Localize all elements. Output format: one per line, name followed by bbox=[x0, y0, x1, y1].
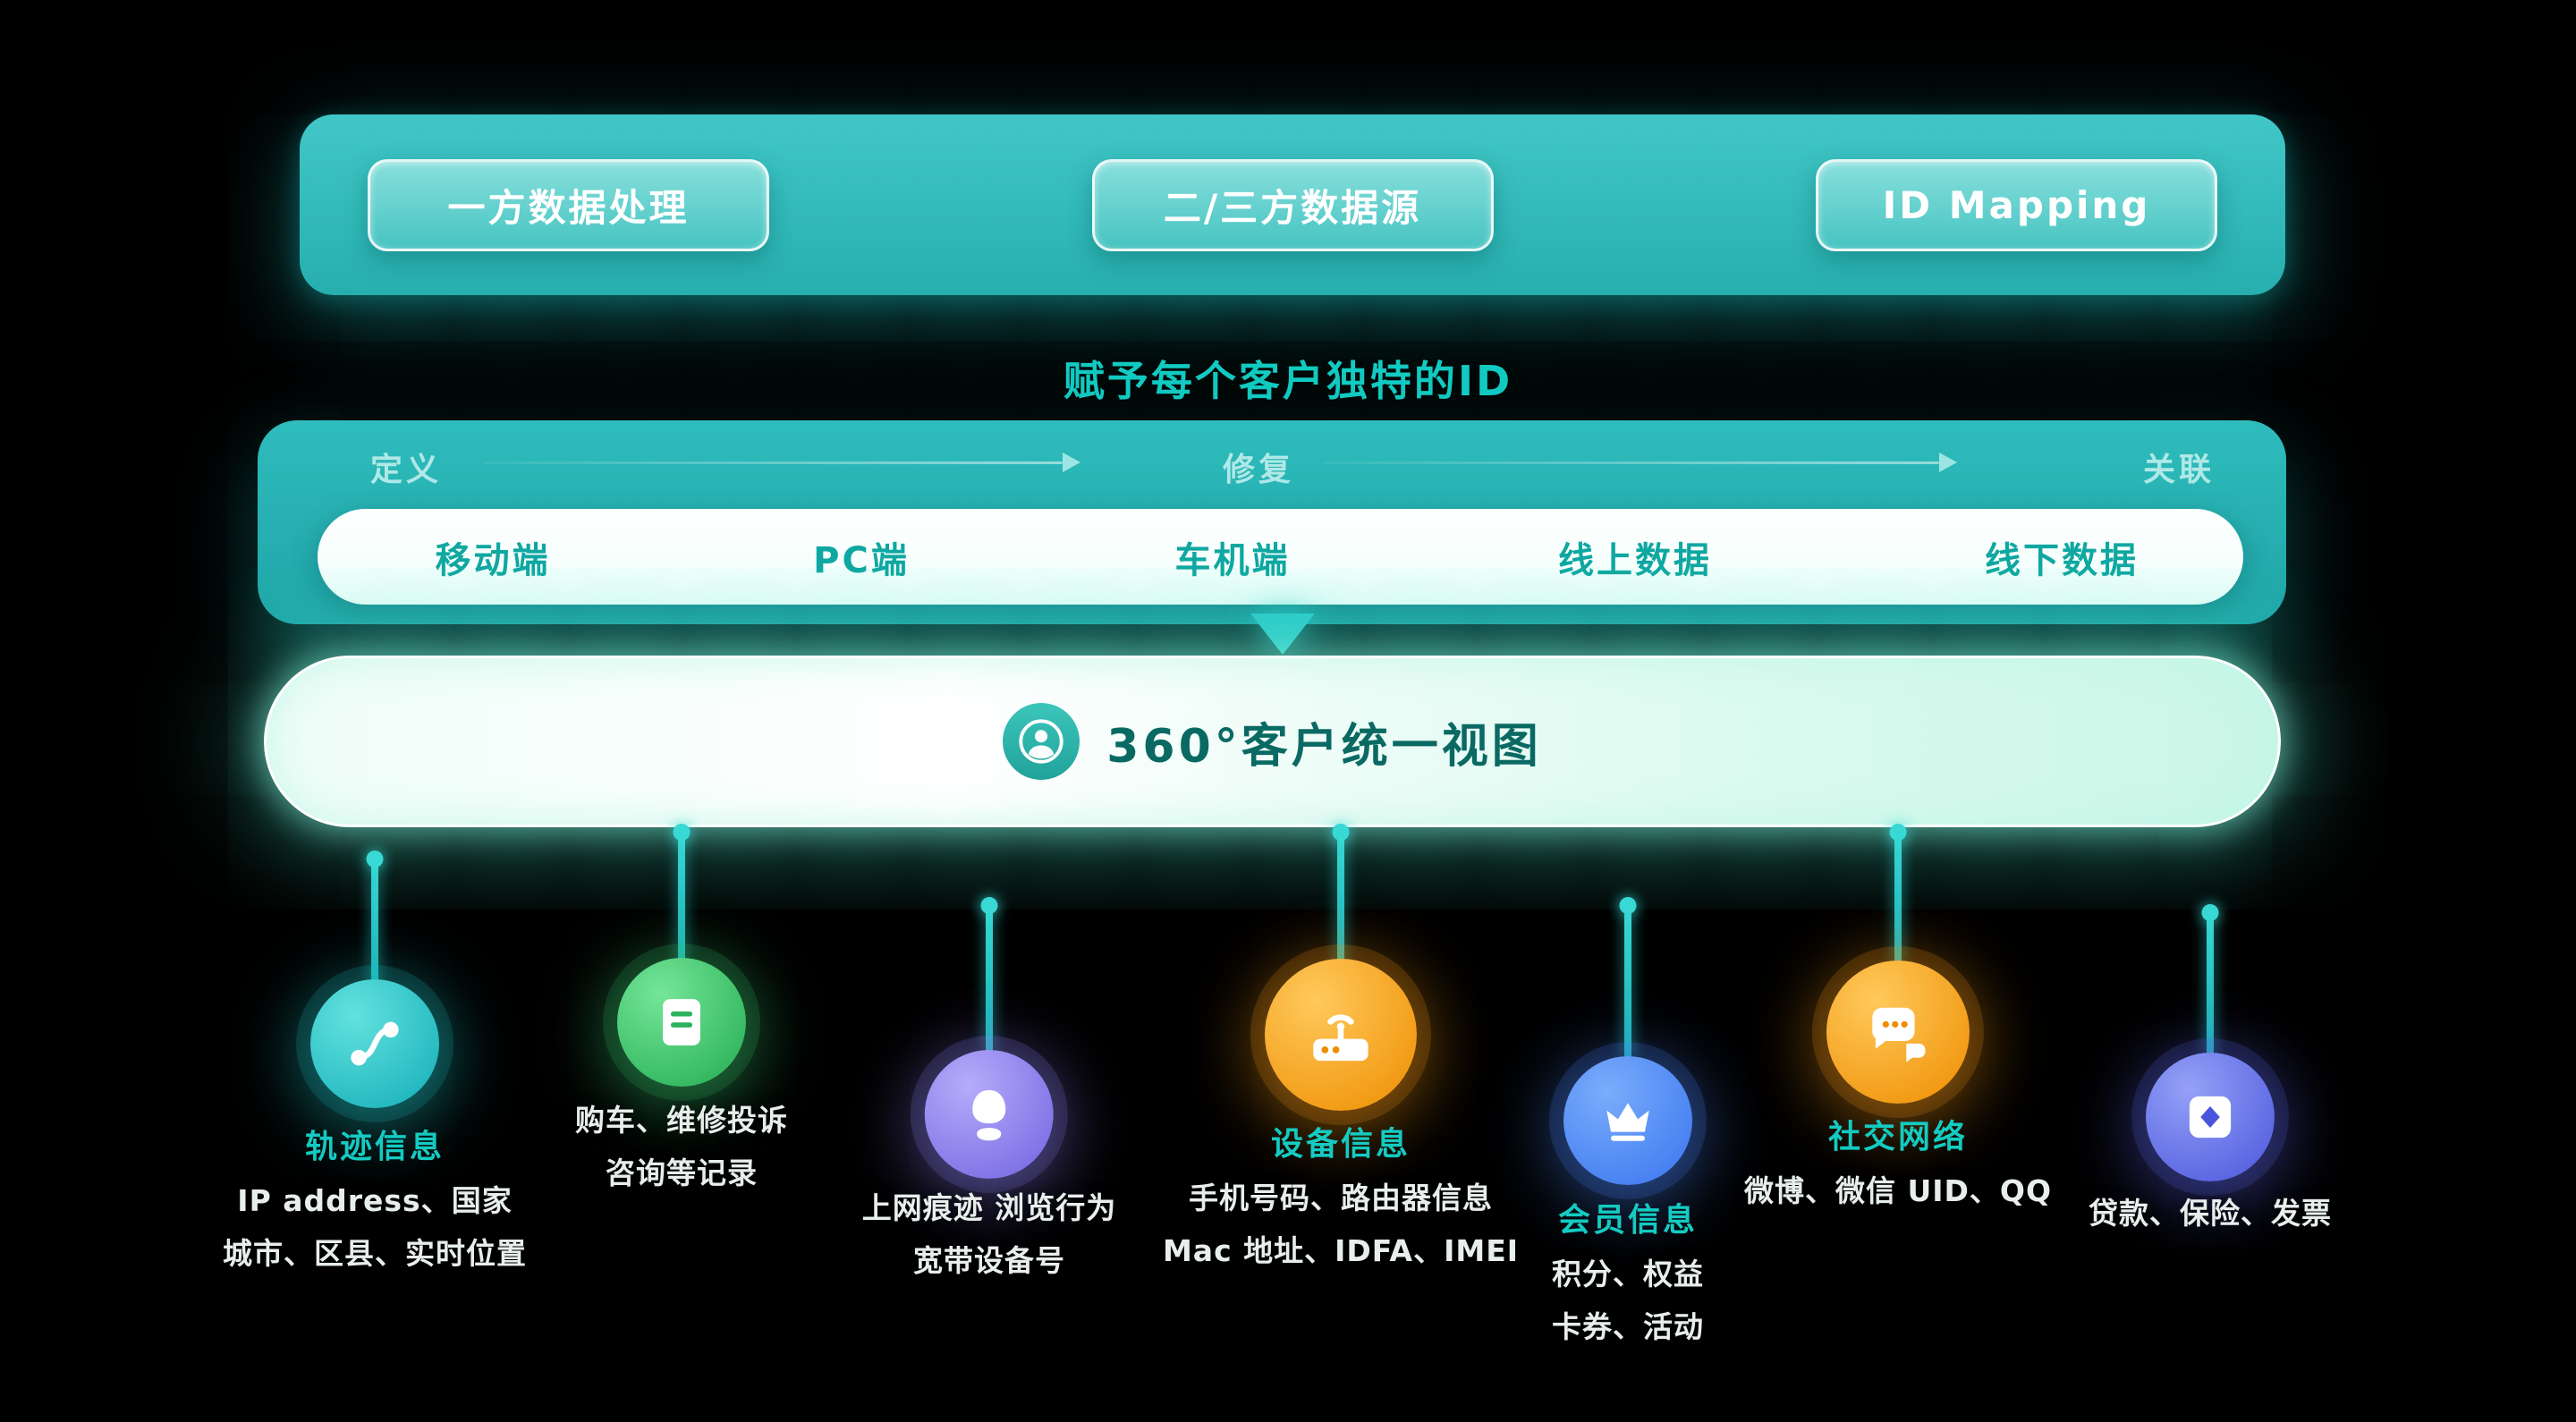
invoice-icon bbox=[2189, 1096, 2232, 1138]
arrowhead-icon bbox=[1063, 453, 1080, 472]
connector-stem bbox=[1337, 832, 1344, 966]
stage-label-associate: 关联 bbox=[2142, 452, 2216, 488]
source-detail: 上网痕迹 浏览行为 bbox=[861, 1190, 1117, 1225]
first-party-data-button[interactable]: 一方数据处理 bbox=[368, 158, 769, 251]
source-detail: 购车、维修投诉 bbox=[575, 1103, 788, 1138]
source-detail: 微博、微信 UID、QQ bbox=[1743, 1173, 2053, 1208]
channel-vehicle: 车机端 bbox=[1174, 539, 1291, 581]
source-detail: 积分、权益 bbox=[1552, 1257, 1704, 1291]
first-party-data-label: 一方数据处理 bbox=[447, 185, 690, 230]
connector-stem bbox=[678, 832, 685, 961]
unified-view-label: 360°客户统一视图 bbox=[1106, 719, 1542, 774]
stage-arrow-1 bbox=[483, 453, 1080, 472]
arrowhead-icon bbox=[1939, 453, 1957, 472]
user-icon bbox=[1003, 703, 1080, 780]
down-arrow-icon bbox=[1250, 614, 1315, 655]
source-title: 社交网络 bbox=[1827, 1119, 1968, 1155]
source-detail: Mac 地址、IDFA、IMEI bbox=[1162, 1233, 1520, 1268]
unified-view-bar: 360°客户统一视图 bbox=[264, 656, 2281, 827]
channel-online-data: 线上数据 bbox=[1558, 539, 1712, 581]
id-mapping-button[interactable]: ID Mapping bbox=[1816, 158, 2217, 251]
data-source-device-info: 设备信息 手机号码、路由器信息 Mac 地址、IDFA、IMEI bbox=[1163, 959, 1519, 1270]
channel-pc: PC端 bbox=[813, 539, 910, 581]
finance-badge bbox=[2146, 1053, 2275, 1181]
records-badge bbox=[617, 958, 746, 1087]
channel-mobile: 移动端 bbox=[435, 539, 551, 581]
channel-bar: 移动端 PC端 车机端 线上数据 线下数据 bbox=[318, 509, 2243, 605]
web-trace-badge bbox=[925, 1050, 1054, 1179]
data-source-trajectory: 轨迹信息 IP address、国家 城市、区县、实时位置 bbox=[223, 979, 527, 1273]
source-detail: 贷款、保险、发票 bbox=[2089, 1196, 2332, 1231]
footprint-icon bbox=[972, 1089, 1006, 1141]
channel-offline-data: 线下数据 bbox=[1985, 539, 2139, 581]
connector-stem bbox=[371, 859, 378, 988]
chat-icon bbox=[1872, 1007, 1926, 1062]
id-mapping-label: ID Mapping bbox=[1882, 182, 2151, 227]
source-detail: 卡券、活动 bbox=[1552, 1309, 1704, 1344]
member-badge bbox=[1563, 1056, 1692, 1185]
social-badge bbox=[1826, 961, 1970, 1104]
source-title: 设备信息 bbox=[1270, 1126, 1411, 1163]
data-source-finance: 贷款、保险、发票 bbox=[2089, 1053, 2332, 1232]
data-source-member-info: 会员信息 积分、权益 卡券、活动 bbox=[1552, 1056, 1704, 1346]
router-icon bbox=[1313, 1014, 1368, 1062]
connector-stem bbox=[986, 905, 993, 1053]
unique-id-caption: 赋予每个客户独特的ID bbox=[1063, 357, 1513, 405]
connector-stem bbox=[2207, 912, 2214, 1055]
stage-label-define: 定义 bbox=[369, 452, 443, 488]
connector-stem bbox=[1624, 905, 1631, 1059]
id-process-band: 定义 修复 关联 移动端 PC端 车机端 线上数据 线下数据 bbox=[258, 420, 2286, 624]
data-source-web-trace: 上网痕迹 浏览行为 宽带设备号 bbox=[862, 1050, 1117, 1280]
data-layer-bar: 一方数据处理 二/三方数据源 ID Mapping bbox=[300, 114, 2285, 295]
route-icon bbox=[351, 1021, 399, 1066]
source-detail: 手机号码、路由器信息 bbox=[1189, 1181, 1493, 1215]
device-badge bbox=[1265, 959, 1417, 1111]
stage-arrow-2 bbox=[1322, 453, 1957, 472]
stage-label-repair: 修复 bbox=[1222, 452, 1295, 488]
second-third-party-data-label: 二/三方数据源 bbox=[1163, 185, 1422, 230]
source-title: 轨迹信息 bbox=[304, 1129, 445, 1165]
trajectory-badge bbox=[310, 979, 439, 1108]
source-detail: 宽带设备号 bbox=[913, 1243, 1065, 1278]
source-detail: 咨询等记录 bbox=[606, 1155, 758, 1190]
source-detail: IP address、国家 bbox=[237, 1183, 513, 1218]
connector-stem bbox=[1894, 832, 1902, 964]
data-source-social-network: 社交网络 微博、微信 UID、QQ bbox=[1744, 961, 2052, 1210]
source-title: 会员信息 bbox=[1557, 1202, 1698, 1239]
second-third-party-data-button[interactable]: 二/三方数据源 bbox=[1091, 158, 1494, 251]
crown-icon bbox=[1606, 1103, 1649, 1141]
data-source-purchase-records: 购车、维修投诉 咨询等记录 bbox=[575, 958, 788, 1192]
source-detail: 城市、区县、实时位置 bbox=[223, 1236, 527, 1271]
document-icon bbox=[663, 999, 700, 1045]
